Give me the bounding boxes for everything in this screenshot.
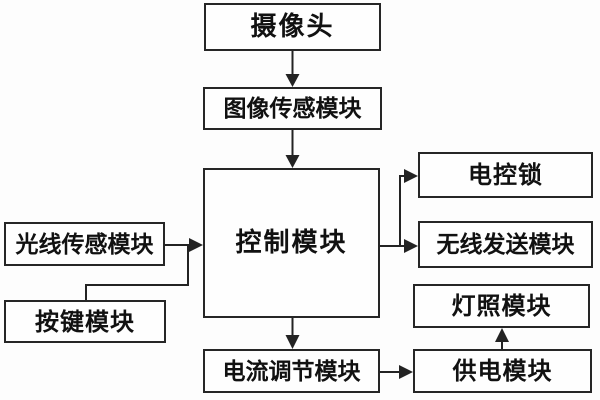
node-image-sensor-module: 图像传感模块 [203, 87, 382, 130]
arrow-control-to-wireless-transmit [400, 239, 418, 253]
arrow-control-to-current-regulator [285, 318, 300, 349]
arrow-camera-to-image-sensor [285, 51, 300, 87]
node-light-sensor-module: 光线传感模块 [4, 222, 165, 266]
node-control-module: 控制模块 [203, 168, 380, 318]
arrow-power-supply-to-lighting [495, 328, 509, 349]
node-wireless-transmit-module: 无线发送模块 [418, 221, 593, 268]
node-current-regulator-module: 电流调节模块 [203, 349, 380, 393]
arrow-light-sensor-to-control [165, 238, 203, 252]
arrow-image-sensor-to-control [285, 130, 300, 168]
node-camera: 摄像头 [204, 3, 381, 51]
node-keypad-module: 按键模块 [4, 300, 166, 343]
node-electric-lock: 电控锁 [418, 152, 593, 198]
node-lighting-module: 灯照模块 [413, 284, 590, 328]
arrow-control-to-electric-lock [380, 169, 418, 247]
node-power-supply-module: 供电模块 [413, 349, 592, 393]
arrow-current-regulator-to-power-supply [380, 365, 413, 379]
